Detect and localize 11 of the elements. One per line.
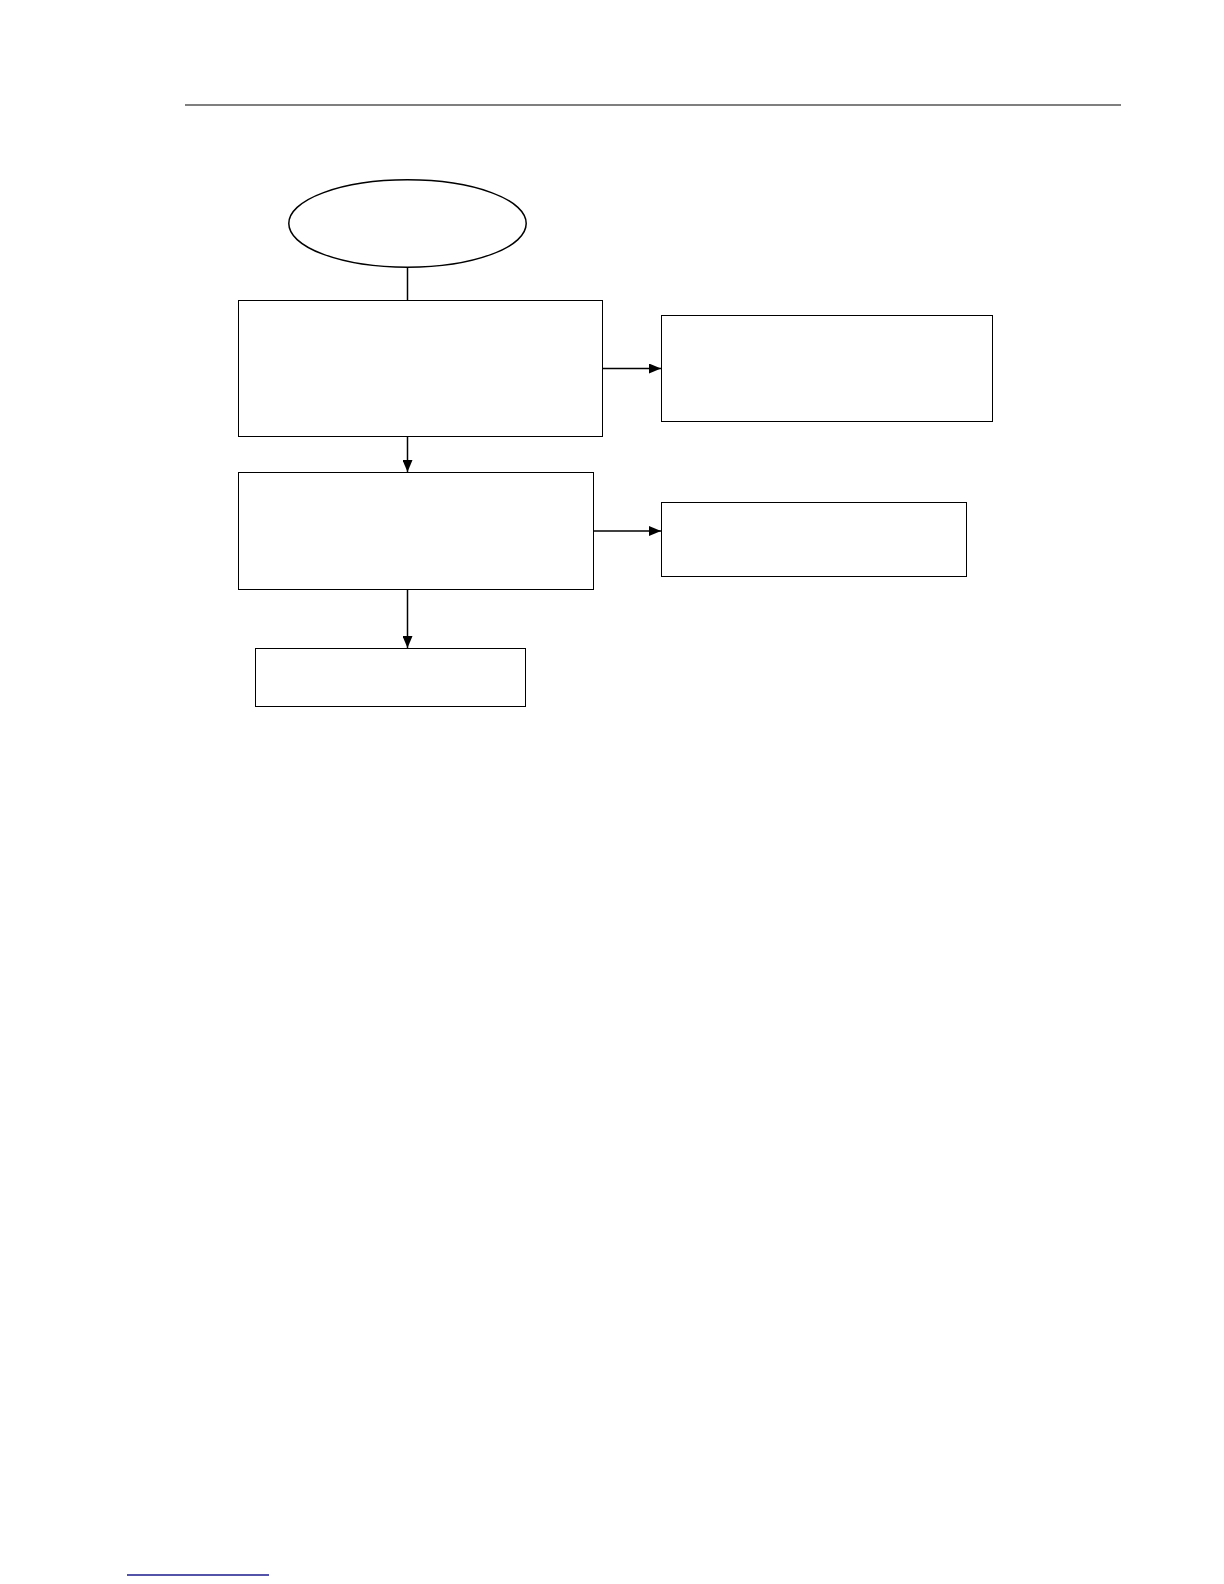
process-box — [238, 472, 594, 590]
arrow — [593, 526, 662, 536]
arrow — [402, 589, 413, 649]
arrow — [602, 363, 662, 374]
process-box — [238, 300, 603, 437]
process-box — [661, 502, 967, 577]
oval-node — [288, 179, 527, 268]
arrow — [402, 436, 413, 473]
connector-line — [406, 267, 409, 301]
process-box — [661, 315, 993, 422]
process-box — [255, 648, 526, 707]
